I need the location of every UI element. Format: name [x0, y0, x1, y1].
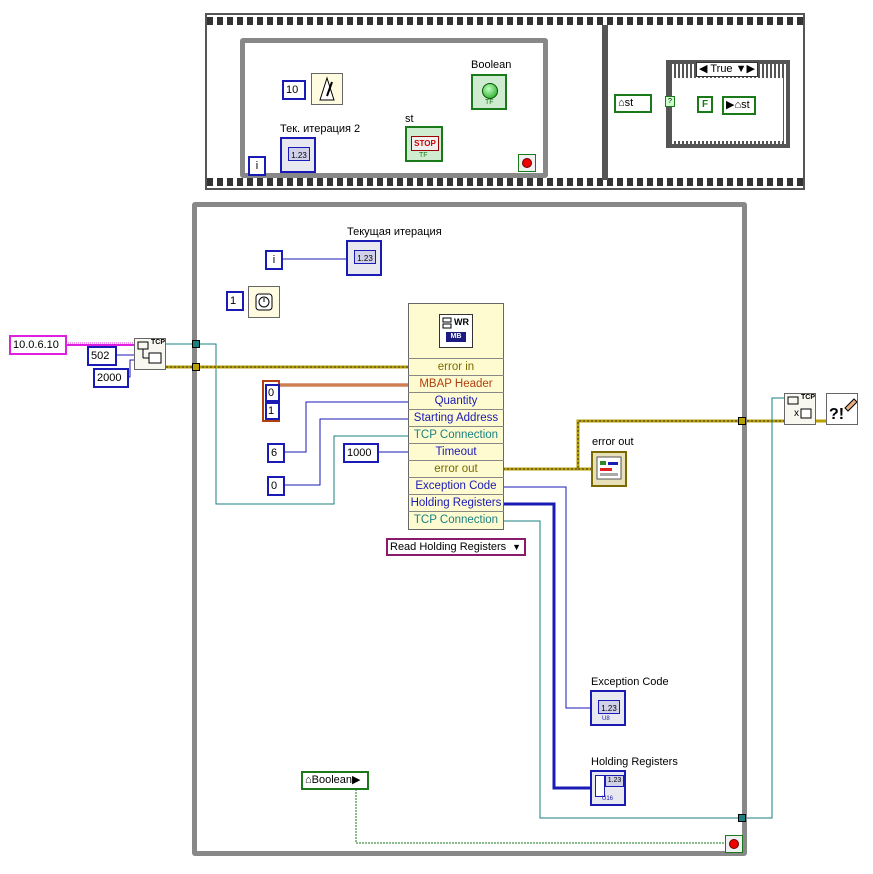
node-terminal-row[interactable]: Holding Registers [408, 494, 504, 511]
holding-registers-indicator[interactable]: 1.23 U16 [590, 770, 626, 806]
loop-condition-stop-icon[interactable] [518, 154, 536, 172]
current-iteration-indicator[interactable]: 1.23 [346, 240, 382, 276]
exception-wire [503, 486, 592, 709]
tunnel-tcp-out [738, 814, 746, 822]
exception-code-display: 1.23 [598, 700, 620, 714]
error-out-indicator[interactable] [591, 451, 627, 487]
house-icon: ▶⌂ [726, 99, 742, 111]
quantity-const[interactable]: 6 [267, 443, 285, 463]
stop-label: st [405, 113, 414, 125]
case-selector-value: True [710, 63, 733, 75]
main-loop-condition-stop-icon[interactable] [725, 835, 743, 853]
stop-button-face: STOP [411, 136, 439, 151]
case-dropdown-icon[interactable]: ▼▶ [735, 63, 755, 75]
film-strip-bottom [207, 178, 803, 186]
address-wire [282, 418, 409, 486]
timeout-const[interactable]: 1000 [343, 443, 379, 463]
boolean-local-var[interactable]: ⌂Boolean▶ [301, 771, 369, 790]
while-loop-top [240, 38, 548, 178]
mbap-const-1[interactable]: 1 [265, 402, 280, 420]
function-selector-value: Read Holding Registers [390, 541, 507, 553]
node-terminal-row[interactable]: error out [408, 460, 504, 477]
stop-tf-tag: TF [419, 152, 428, 159]
node-terminal-row[interactable]: TCP Connection [408, 426, 504, 443]
modbus-wr-text: WR [454, 317, 469, 327]
case-prev-icon[interactable]: ◀ [699, 63, 708, 75]
boolean-led[interactable]: TF [471, 74, 507, 110]
frame-divider [602, 25, 608, 180]
wait-const-top[interactable]: 10 [282, 80, 306, 100]
exception-code-label: Exception Code [591, 676, 669, 688]
case-selector[interactable]: ◀ True ▼▶ [696, 62, 758, 77]
holding-registers-label: Holding Registers [591, 756, 678, 768]
modbus-mb-text: MB [446, 332, 466, 342]
error-out-label: error out [592, 436, 634, 448]
tcp-close-icon[interactable]: TCP x [784, 393, 816, 425]
svg-text:?!: ?! [829, 406, 844, 423]
exception-type-tag: U8 [602, 716, 610, 722]
modbus-read-node[interactable]: WR MB [408, 303, 504, 530]
led-tf-tag: TF [485, 99, 494, 106]
tcp-open-tag: TCP [151, 339, 165, 346]
function-selector[interactable]: Read Holding Registers ▼ [386, 538, 526, 556]
local-var-st-out-label: st [741, 99, 750, 111]
node-terminal-row[interactable]: TCP Connection [408, 511, 504, 528]
node-terminal-row[interactable]: Starting Address [408, 409, 504, 426]
boolean-stop-wire [355, 780, 728, 844]
svg-text:x: x [794, 408, 799, 419]
node-terminal-row[interactable]: Timeout [408, 443, 504, 460]
led-light-icon [482, 83, 498, 99]
iter2-label: Тек. итерация 2 [280, 123, 361, 135]
node-terminal-row[interactable]: Exception Code [408, 477, 504, 494]
boolean-local-var-label: Boolean [311, 774, 353, 786]
error-handler-icon[interactable]: ?! [826, 393, 858, 425]
local-var-st-in[interactable]: ⌂st [614, 94, 652, 113]
while-loop-main [192, 202, 747, 856]
iter2-indicator[interactable]: 1.23 [280, 137, 316, 173]
iter2-indicator-display: 1.23 [288, 147, 310, 161]
tunnel-tcp-in [192, 340, 200, 348]
modbus-wr-icon: WR MB [439, 314, 473, 348]
local-var-st-out[interactable]: ▶⌂st [722, 96, 756, 115]
open-timeout-const[interactable]: 2000 [93, 368, 129, 388]
address-const[interactable]: 0 [267, 476, 285, 496]
boolean-led-label: Boolean [471, 59, 512, 71]
node-terminal-row[interactable]: MBAP Header [408, 375, 504, 392]
current-iteration-label: Текущая итерация [347, 226, 442, 238]
house-icon: ⌂ [305, 774, 312, 786]
port-const[interactable]: 502 [87, 346, 117, 366]
iter-terminal-top: i [248, 156, 266, 176]
mbap-header-const[interactable]: 0 1 [262, 380, 280, 422]
holding-registers-display: 1.23 [605, 775, 624, 787]
tunnel-error-in [192, 363, 200, 371]
node-terminal-row[interactable]: error in [408, 358, 504, 375]
holding-type-tag: U16 [602, 796, 614, 802]
false-const[interactable]: F [697, 96, 713, 113]
local-var-st-in-label: st [624, 97, 634, 109]
tcp-open-icon[interactable]: TCP [134, 338, 166, 370]
mbap-const-0[interactable]: 0 [265, 384, 280, 402]
house-icon: ⌂ [618, 97, 625, 109]
film-strip-top [207, 17, 803, 25]
metronome-icon [311, 73, 343, 105]
node-terminal-row[interactable]: Quantity [408, 392, 504, 409]
current-iteration-display: 1.23 [354, 250, 376, 264]
holding-wire [503, 502, 592, 790]
quantity-wire [282, 401, 409, 453]
stop-button[interactable]: STOP TF [405, 126, 443, 162]
ip-address-const[interactable]: 10.0.6.10 [9, 335, 67, 355]
exception-code-indicator[interactable]: 1.23 U8 [590, 690, 626, 726]
iter-terminal-main: i [265, 250, 283, 270]
wait-const-main[interactable]: 1 [226, 291, 244, 311]
wait-ms-icon [248, 286, 280, 318]
dropdown-arrow-icon[interactable]: ▼ [512, 542, 521, 552]
tunnel-error-out [738, 417, 746, 425]
case-selector-terminal: ? [665, 96, 675, 107]
tcp-close-tag: TCP [801, 394, 815, 401]
